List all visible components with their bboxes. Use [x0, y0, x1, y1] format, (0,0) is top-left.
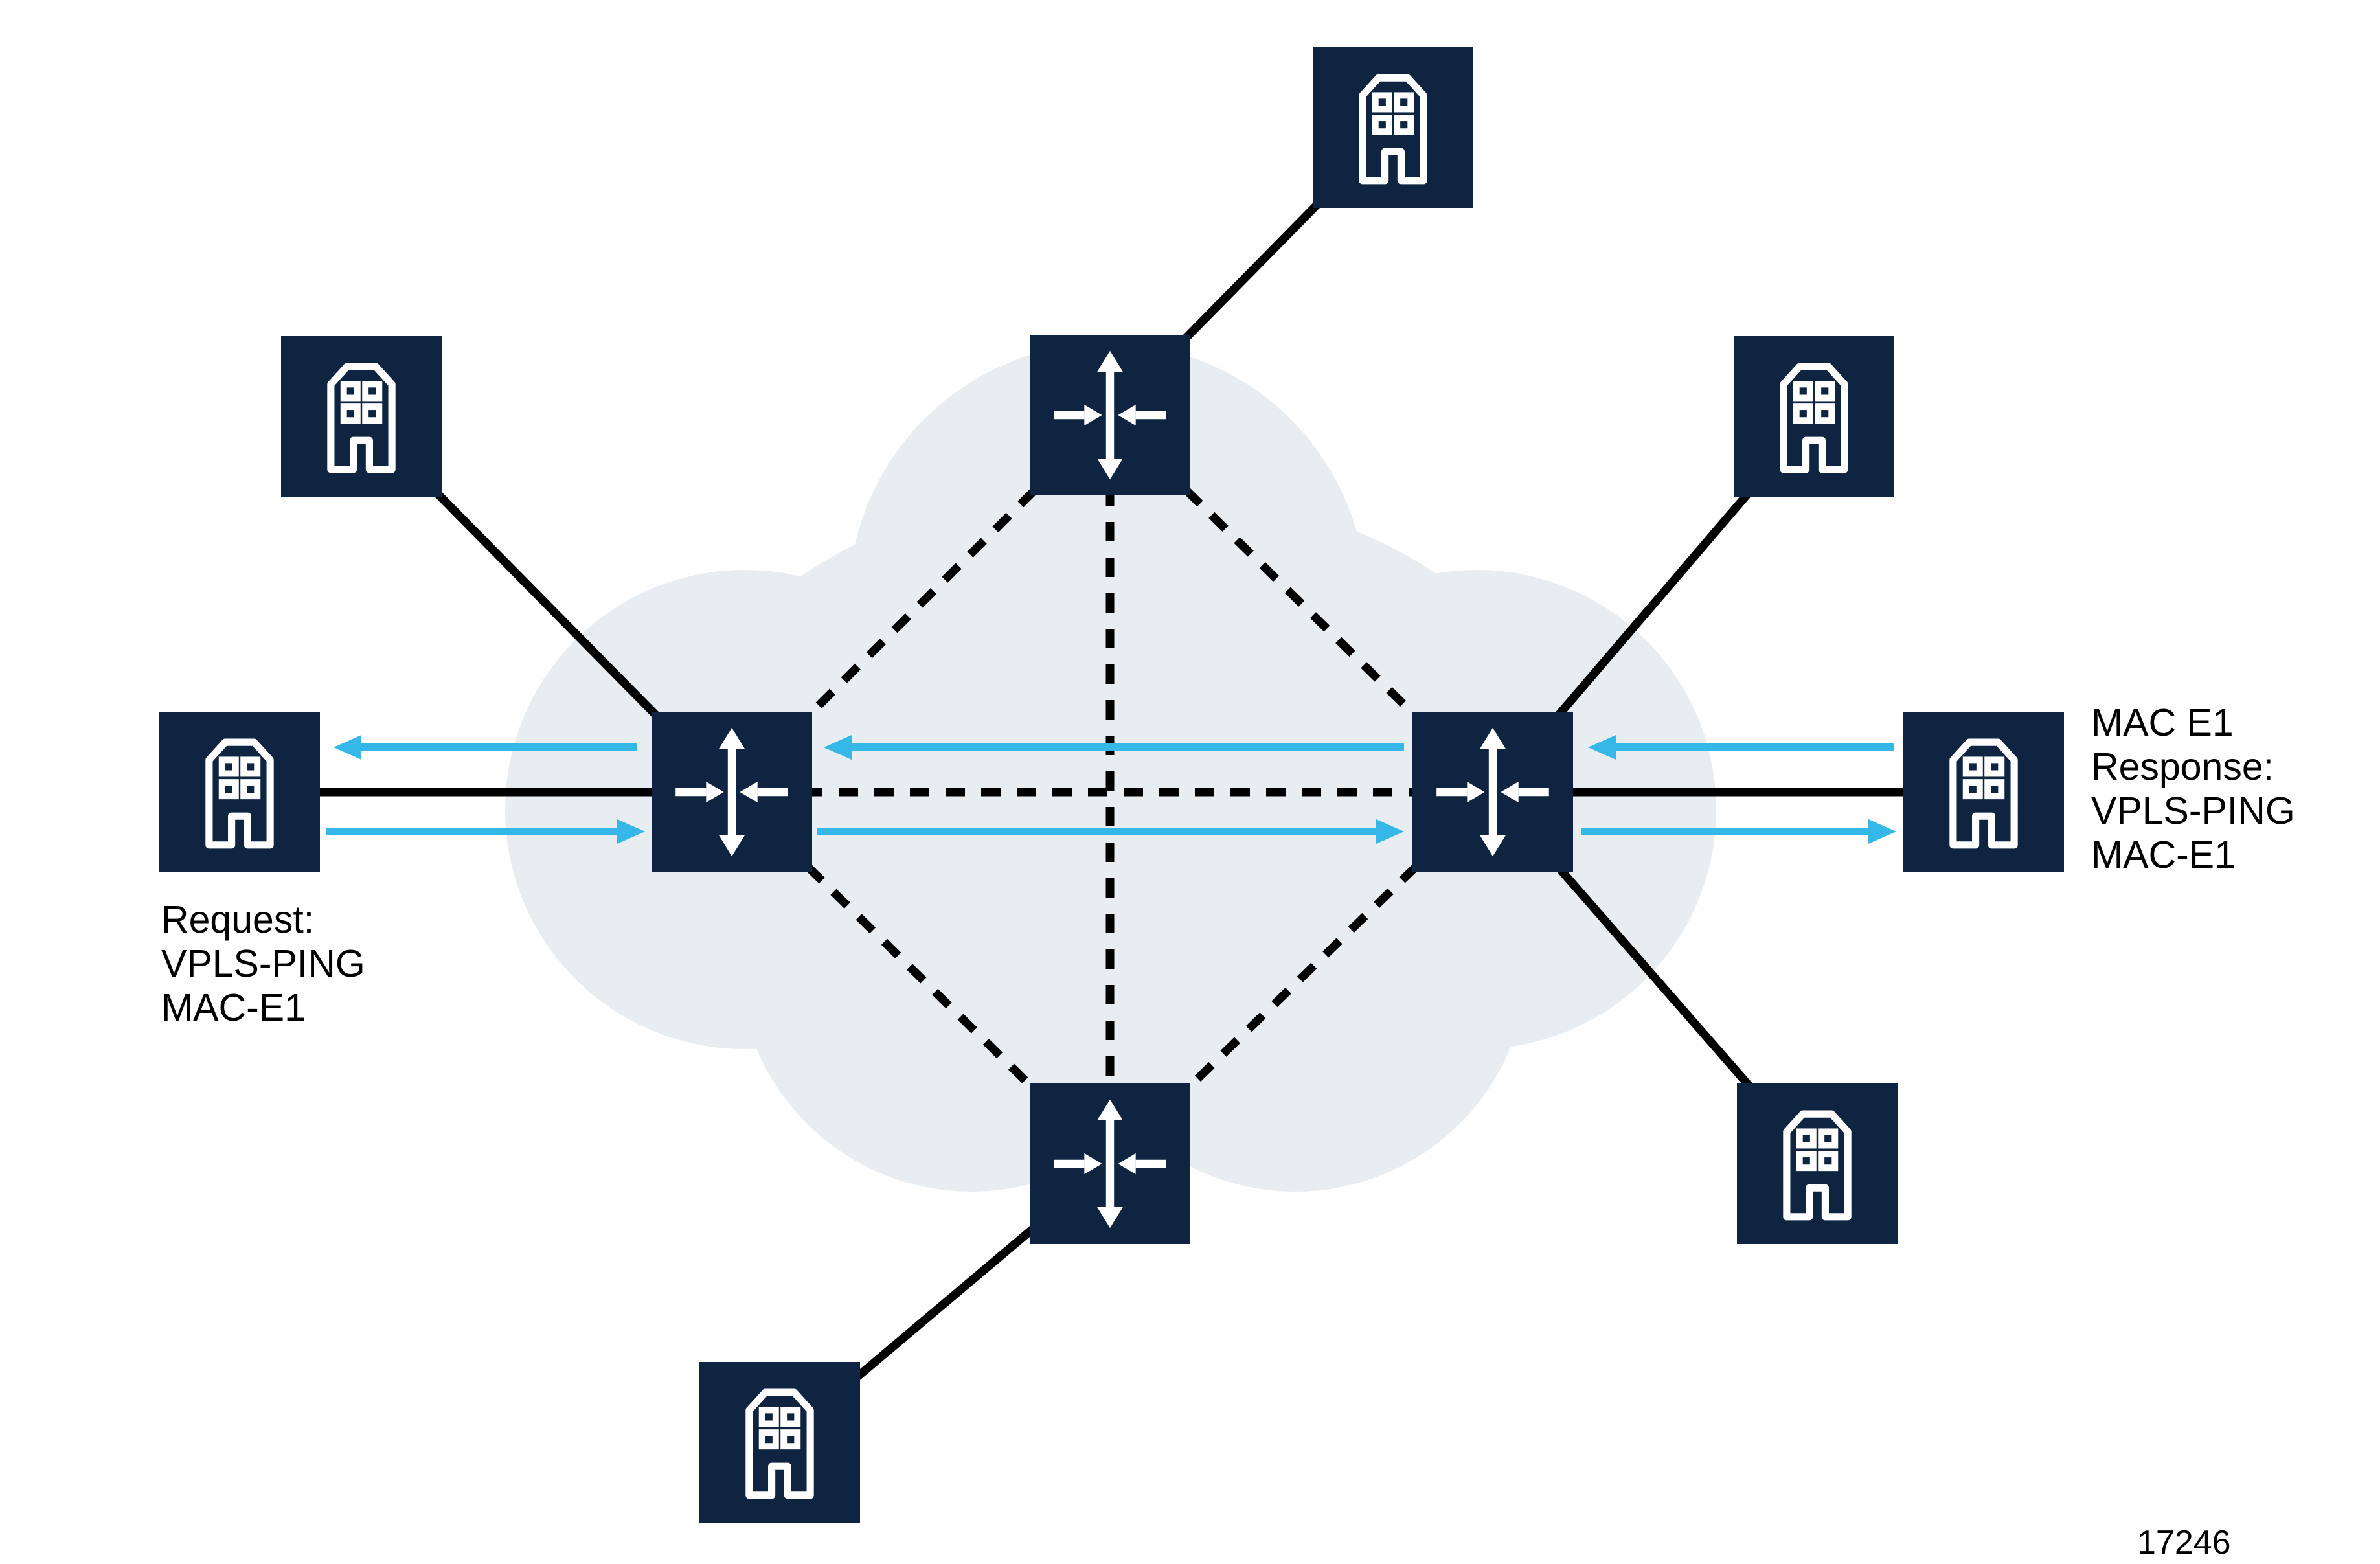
- router-bottom: [1030, 1083, 1190, 1244]
- router-icon: [1412, 712, 1573, 872]
- request-arrow-head: [1868, 819, 1896, 844]
- request-label-line-1: Request:: [161, 898, 315, 941]
- building-icon: [699, 1362, 860, 1523]
- building-icon: [281, 336, 442, 497]
- request-flow-arrows: [326, 819, 1896, 844]
- building-top: [1313, 47, 1473, 208]
- building-upper-right: [1734, 336, 1894, 497]
- building-icon: [1313, 47, 1473, 208]
- router-icon: [1030, 1083, 1190, 1244]
- router-right: [1412, 712, 1573, 872]
- request-label-line-2: VPLS-PING: [161, 942, 365, 985]
- building-icon: [1737, 1083, 1898, 1244]
- response-label-line-4: MAC-E1: [2091, 833, 2236, 876]
- building-lower-right: [1737, 1083, 1898, 1244]
- response-label-line-3: VPLS-PING: [2091, 789, 2295, 832]
- request-label-line-3: MAC-E1: [161, 986, 306, 1029]
- building-right: [1903, 712, 2064, 872]
- request-arrow-head: [617, 819, 645, 844]
- building-icon: [1903, 712, 2064, 872]
- router-top: [1030, 335, 1190, 495]
- response-label-line-1: MAC E1: [2091, 701, 2234, 744]
- response-flow-arrows: [334, 735, 1894, 760]
- building-left: [159, 712, 320, 872]
- figure-number: 17246: [2137, 1524, 2231, 1561]
- response-arrow-head: [824, 735, 852, 760]
- router-icon: [1030, 335, 1190, 495]
- building-icon: [1734, 336, 1894, 497]
- building-icon: [159, 712, 320, 872]
- response-arrow-head: [1588, 735, 1616, 760]
- response-arrow-head: [334, 735, 361, 760]
- response-label: MAC E1 Response: VPLS-PING MAC-E1: [2091, 701, 2295, 877]
- request-label: Request: VPLS-PING MAC-E1: [161, 898, 365, 1030]
- router-left: [652, 712, 812, 872]
- building-bottom: [699, 1362, 860, 1523]
- building-upper-left: [281, 336, 442, 497]
- request-arrow-head: [1376, 819, 1404, 844]
- router-icon: [652, 712, 812, 872]
- response-label-line-2: Response:: [2091, 745, 2274, 788]
